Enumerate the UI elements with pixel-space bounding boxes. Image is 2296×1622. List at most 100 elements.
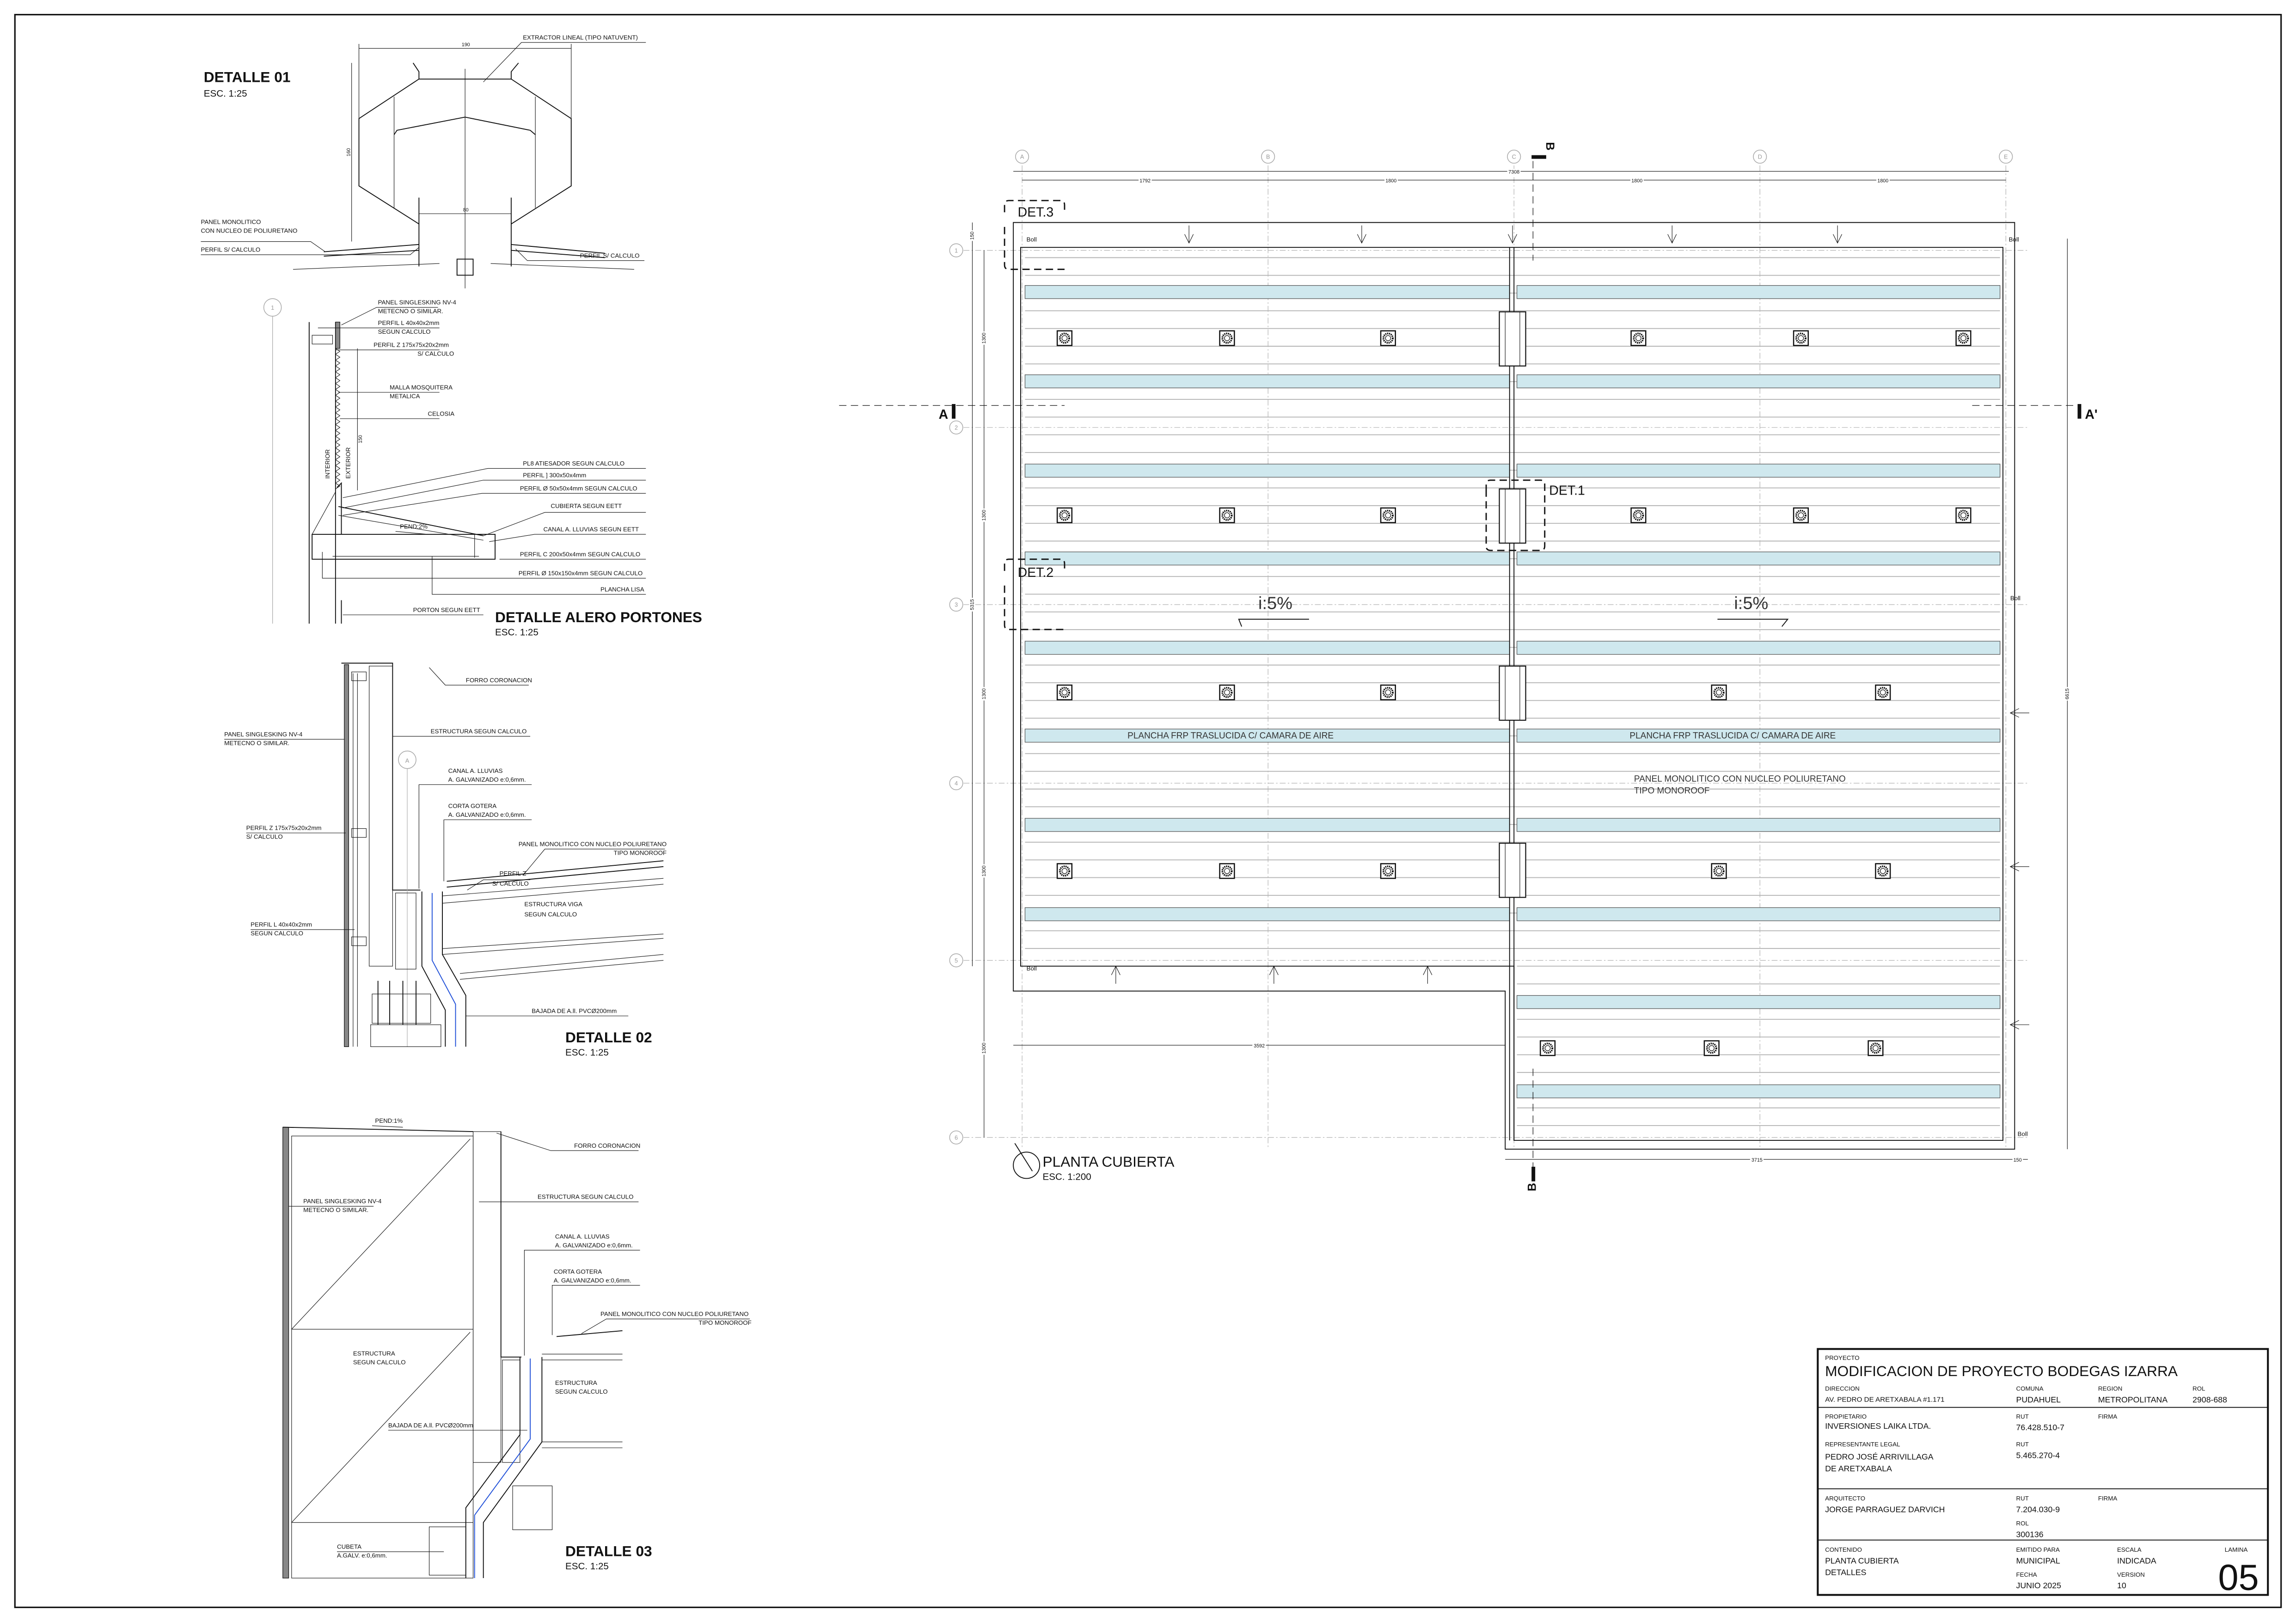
- panel-label: PANEL MONOLITICO CON NUCLEO POLIURETANO: [1634, 774, 1846, 784]
- label-estructura-left: ESTRUCTURA: [353, 1350, 395, 1357]
- label-malla: MALLA MOSQUITERA: [390, 384, 453, 391]
- label-estructura: ESTRUCTURA SEGUN CALCULO: [538, 1194, 634, 1200]
- escala-label: ESCALA: [2117, 1546, 2142, 1553]
- grid-bubble: [949, 953, 963, 967]
- downspout-label: Boll: [2018, 1131, 2028, 1138]
- extractor-fan-icon: [1382, 686, 1394, 698]
- grid-bubble: [949, 243, 963, 257]
- skylight-band: [1516, 907, 2001, 921]
- extractor-fan-icon: [1059, 865, 1071, 877]
- dim-left: 1300: [981, 688, 987, 699]
- extractor-fan-icon: [1221, 686, 1233, 698]
- celosia-hatch: [335, 348, 341, 490]
- grid-bubble-label: A: [405, 758, 410, 764]
- label-metalica: METALICA: [390, 392, 420, 399]
- comuna-label: COMUNA: [2016, 1385, 2044, 1392]
- roof-extractors: [1056, 330, 1971, 1056]
- grid-column-label: C: [1512, 154, 1516, 160]
- arquitecto-rut: 7.204.030-9: [2016, 1505, 2060, 1514]
- label-forro: FORRO CORONACION: [574, 1142, 640, 1149]
- skylight-band: [1516, 285, 2001, 299]
- emitido-label: EMITIDO PARA: [2016, 1546, 2060, 1553]
- label-panel-monolitico: PANEL MONOLITICO CON NUCLEO POLIURETANO: [600, 1310, 748, 1317]
- downspout-label: Boll: [2009, 236, 2019, 243]
- grid-row-label: 1: [955, 247, 958, 254]
- extractor-hub-icon: [1716, 868, 1722, 874]
- anchor-bolts: [370, 980, 441, 1047]
- label-porton: PORTON SEGUN EETT: [413, 606, 480, 613]
- extractor-hub-icon: [1061, 335, 1068, 341]
- extractor-fan-icon: [1877, 686, 1889, 698]
- label-monoroof: TIPO MONOROOF: [698, 1319, 752, 1326]
- label-pend-1: PEND:1%: [375, 1117, 403, 1124]
- extractor-fan-icon: [1221, 509, 1233, 521]
- extractor-hub-icon: [1873, 1045, 1879, 1051]
- extractor-fan-icon: [1713, 865, 1725, 877]
- dim-left: 1300: [981, 333, 987, 344]
- arquitecto-rol: 300136: [2016, 1530, 2044, 1539]
- label-s-calculo: S/ CALCULO: [246, 833, 283, 840]
- escala-value: INDICADA: [2117, 1556, 2156, 1565]
- label-exterior: EXTERIOR: [345, 447, 352, 479]
- detail-callout-1[interactable]: DET.1: [1485, 479, 1585, 551]
- extractor-icon: [1380, 863, 1396, 879]
- label-perfil-z-calc: S/ CALCULO: [492, 880, 529, 887]
- label-pend-2: PEND:2%: [400, 523, 428, 530]
- label-perfil-z: PERFIL Z 175x75x20x2mm: [246, 825, 322, 832]
- emitido-value: MUNICIPAL: [2016, 1556, 2060, 1565]
- arquitecto-rol-label: ROL: [2016, 1520, 2029, 1527]
- dimension-160: 160: [346, 63, 352, 242]
- arrow-up-icon: [1423, 965, 1433, 984]
- rut-label: RUT: [2016, 1413, 2029, 1420]
- arquitecto-label: ARQUITECTO: [1825, 1495, 1865, 1502]
- section-b-label: B: [1526, 1183, 1539, 1191]
- grid-bubble: [1753, 149, 1767, 164]
- dimension-80: 80: [419, 208, 511, 214]
- dim-left-overhang: 150: [970, 232, 975, 240]
- grid-bubble: [1261, 149, 1275, 164]
- representante-rut: 5.465.270-4: [2016, 1451, 2060, 1460]
- label-cubeta-galv: A.GALV. e:0,6mm.: [337, 1552, 387, 1559]
- label-plancha-lisa: PLANCHA LISA: [600, 586, 644, 593]
- skylight-label: PLANCHA FRP TRASLUCIDA C/ CAMARA DE AIRE: [1629, 731, 1836, 741]
- representante-value-1: PEDRO JOSÉ ARRIVILLAGA: [1825, 1452, 1934, 1461]
- skylight-band: [1516, 374, 2001, 388]
- arrow-up-icon: [1269, 965, 1279, 984]
- direccion-label: DIRECCION: [1825, 1385, 1860, 1392]
- label-perfil-left: PERFIL S/ CALCULO: [201, 246, 260, 253]
- label-cubierta: CUBIERTA SEGUN EETT: [551, 502, 622, 509]
- dimensions-left: 150 5315 1300 1300 1300 1300 1300: [968, 222, 988, 1138]
- downspout-label: Boll: [1027, 236, 1037, 243]
- label-extractor: EXTRACTOR LINEAL (TIPO NATUVENT): [523, 34, 638, 41]
- contenido-value-2: DETALLES: [1825, 1568, 1866, 1577]
- extractor-fan-icon: [1958, 332, 1969, 344]
- plan-title: PLANTA CUBIERTA ESC. 1:200: [1013, 1143, 1175, 1182]
- dim-top: 1800: [1385, 178, 1396, 184]
- extractor-hub-icon: [1061, 868, 1068, 874]
- skylight-band: [1516, 1084, 2001, 1098]
- extractor-hub-icon: [1544, 1045, 1551, 1051]
- extractor-hub-icon: [1635, 512, 1641, 519]
- extractor-hub-icon: [1385, 335, 1391, 341]
- extractor-fan-icon: [1059, 686, 1071, 698]
- detail-callout-2[interactable]: DET.2: [1004, 558, 1065, 630]
- detail-callout-3[interactable]: DET.3: [1004, 200, 1065, 270]
- detalle-03: PEND:1% FORRO CORONACION ESTRUCTURA SEGU…: [282, 1117, 752, 1579]
- roof-panels: [1024, 257, 2001, 1126]
- version-label: VERSION: [2117, 1571, 2145, 1578]
- rol-value: 2908-688: [2192, 1395, 2227, 1404]
- ridge-vent: [1499, 843, 1526, 898]
- detalle-alero-portones: 1 150 INTERIOR EXTERIOR PANEL SINGLESKIN…: [263, 298, 702, 637]
- dim-80: 80: [463, 208, 469, 213]
- extractor-hub-icon: [1798, 335, 1804, 341]
- grid-column-label: B: [1266, 154, 1270, 160]
- lamina-number: 05: [2218, 1556, 2259, 1598]
- rut-label: RUT: [2016, 1441, 2029, 1448]
- arrow-left-icon: [2009, 708, 2030, 718]
- skylight-band: [1516, 464, 2001, 478]
- detalle-01-title: DETALLE 01: [204, 68, 291, 85]
- grid-bubble: [949, 776, 963, 790]
- detalle-03-title: DETALLE 03: [565, 1542, 652, 1559]
- slope-label: i:5%: [1258, 594, 1292, 613]
- plan-scale: ESC. 1:200: [1042, 1172, 1091, 1182]
